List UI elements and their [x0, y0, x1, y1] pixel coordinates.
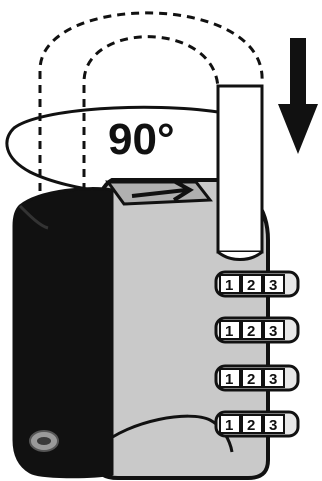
- dial-digit: 2: [247, 277, 255, 294]
- dial-digit: 2: [247, 323, 255, 340]
- shackle-post: [216, 84, 264, 261]
- dial-row-1: 1 2 3: [214, 270, 300, 298]
- left-shell: [12, 187, 114, 479]
- dial-digit: 2: [247, 417, 255, 434]
- dial-digit: 3: [269, 277, 277, 294]
- dial-digit: 3: [269, 323, 277, 340]
- combination-dials: 1 2 3 1 2 3 1 2 3 1 2: [214, 270, 300, 438]
- dial-digit: 1: [225, 417, 233, 434]
- dial-digit: 2: [247, 371, 255, 388]
- dial-digit: 1: [225, 323, 233, 340]
- dial-digit: 3: [269, 371, 277, 388]
- dial-digit: 1: [225, 371, 233, 388]
- rotation-angle-label: 90°: [108, 115, 175, 164]
- rotate-arrow-icon: [131, 178, 194, 202]
- dial-row-3: 1 2 3: [214, 364, 300, 392]
- dial-digit: 1: [225, 277, 233, 294]
- dial-row-4: 1 2 3: [214, 410, 300, 438]
- dial-row-2: 1 2 3: [214, 316, 300, 344]
- dial-digit: 3: [269, 417, 277, 434]
- arrow-down-icon: [278, 38, 318, 154]
